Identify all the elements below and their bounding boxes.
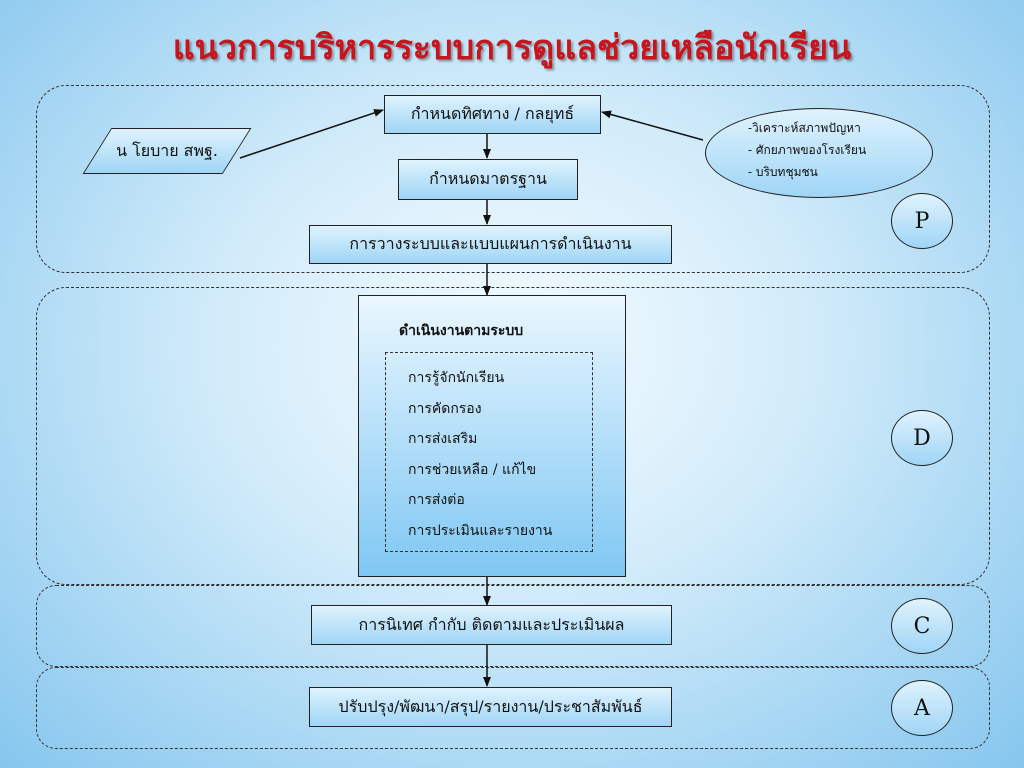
do-step: การส่งเสริม [408,431,478,447]
act-phase-label: A [891,680,953,736]
do-step: การประเมินและรายงาน [408,522,553,539]
system-plan-box: การวางระบบและแบบแผนการดำเนินงาน [309,225,672,264]
analysis-ellipse: -วิเคราะห์สภาพปัญหา - ศักยภาพของโรงเรียน… [705,108,933,198]
act-phase-region [36,667,990,749]
do-phase-label: D [891,410,953,466]
direction-strategy-box: กำหนดทิศทาง / กลยุทธ์ [384,95,601,134]
plan-phase-region [36,85,990,273]
analysis-item: - ศักยภาพของโรงเรียน [748,143,867,157]
check-phase-label: C [891,598,953,654]
do-step: การรู้จักนักเรียน [408,370,505,386]
check-phase-region [36,585,990,667]
arrow-analysis-to-direction [601,110,704,141]
improvement-box: ปรับปรุง/พัฒนา/สรุป/รายงาน/ประชาสัมพันธ์ [309,687,672,727]
do-step: การส่งต่อ [408,492,465,508]
supervision-evaluation-box: การนิเทศ กำกับ ติดตามและประเมินผล [311,605,672,645]
policy-label: น โยบาย สพฐ. [116,140,218,160]
standard-box: กำหนดมาตรฐาน [398,159,578,200]
analysis-item: - บริบทชุมชน [748,165,818,179]
do-heading: ดำเนินงานตามระบบ [399,323,524,339]
do-operation-box: ดำเนินงานตามระบบ การรู้จักนักเรียน การคั… [358,295,626,577]
do-step: การคัดกรอง [408,400,482,417]
analysis-item: -วิเคราะห์สภาพปัญหา [748,121,861,135]
arrow-policy-to-direction [239,109,384,159]
do-step: การช่วยเหลือ / แก้ไข [408,461,537,478]
page-title: แนวการบริหารระบบการดูแลช่วยเหลือนักเรียน [172,28,852,68]
do-steps-list: การรู้จักนักเรียน การคัดกรอง การส่งเสริม… [385,352,593,552]
plan-phase-label: P [891,193,953,249]
do-phase-region [36,287,990,585]
